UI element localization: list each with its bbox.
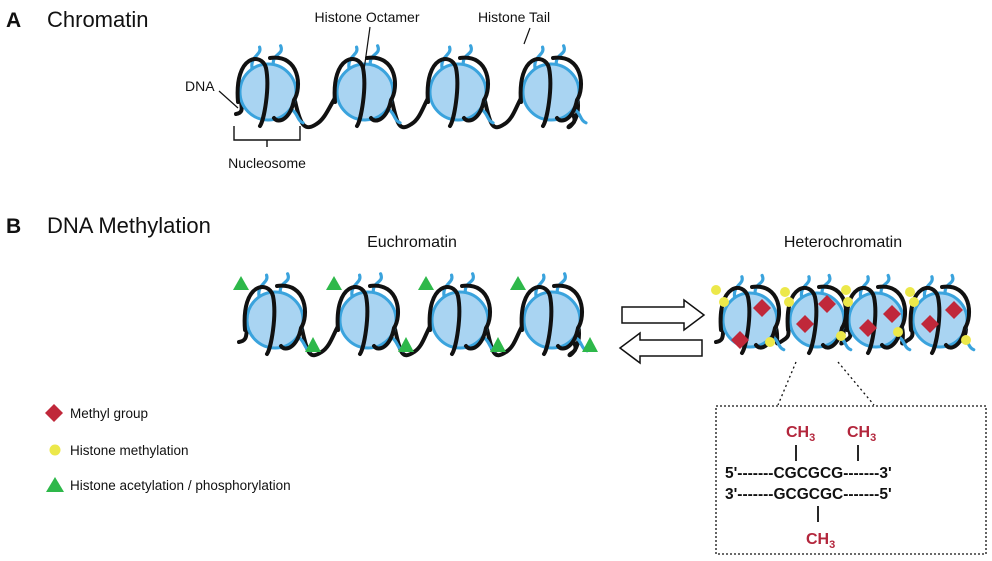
dna-wrap bbox=[332, 57, 367, 128]
dna-pointer bbox=[218, 90, 239, 109]
histone-methylation-icon bbox=[49, 444, 61, 456]
acetylation-mark bbox=[582, 337, 598, 352]
dna-wrap bbox=[940, 284, 972, 350]
heterochromatin-fiber bbox=[711, 273, 976, 355]
dna-wrap bbox=[518, 57, 553, 128]
dna-wrap bbox=[458, 55, 490, 123]
acetylation-mark bbox=[233, 276, 249, 290]
histone-methylation-mark bbox=[719, 297, 729, 307]
dna-label: DNA bbox=[185, 78, 215, 94]
histone-methylation-mark bbox=[905, 287, 915, 297]
dna-wrap bbox=[519, 285, 554, 356]
ch3-label-3: CH3 bbox=[806, 531, 835, 551]
zoom-line-left bbox=[777, 361, 797, 406]
histone-octamer-pointer bbox=[363, 26, 371, 71]
dna-wrap bbox=[427, 285, 462, 356]
dna-wrap bbox=[876, 284, 908, 350]
nucleosome-bracket bbox=[233, 126, 301, 141]
legend-histone-methylation: Histone methylation bbox=[70, 443, 189, 458]
acetylation-mark bbox=[510, 276, 526, 290]
heterochromatin-label: Heterochromatin bbox=[784, 234, 902, 251]
zoom-line-right bbox=[837, 361, 875, 406]
histone-methylation-mark bbox=[711, 285, 721, 295]
euchromatin-fiber bbox=[233, 272, 598, 358]
methyl-group-icon bbox=[45, 404, 63, 422]
histone-methylation-mark bbox=[841, 285, 851, 295]
acetylation-mark bbox=[418, 276, 434, 290]
top-strand: 5'-------CGCGCG-------3' bbox=[725, 465, 892, 482]
arrow-right bbox=[621, 298, 706, 332]
acetylation-mark bbox=[398, 337, 414, 352]
histone-methylation-mark bbox=[836, 331, 846, 341]
legend-methyl-group: Methyl group bbox=[70, 406, 148, 421]
dna-wrap bbox=[368, 283, 400, 351]
methyl-group-mark bbox=[945, 301, 963, 319]
dna-wrap bbox=[275, 283, 307, 351]
ch3-label-2: CH3 bbox=[847, 424, 876, 444]
arrow-left bbox=[618, 331, 703, 365]
dna-linker bbox=[234, 86, 581, 130]
methyl-group-mark bbox=[883, 305, 901, 323]
panel-a-title: Chromatin bbox=[47, 7, 148, 32]
panel-a-letter: A bbox=[6, 9, 21, 32]
dna-wrap bbox=[268, 55, 300, 123]
histone-methylation-mark bbox=[961, 335, 971, 345]
panel-b-letter: B bbox=[6, 215, 21, 238]
ch3-label-1: CH3 bbox=[786, 424, 815, 444]
acetylation-mark bbox=[326, 276, 342, 290]
dna-wrap bbox=[365, 55, 397, 123]
sequence-inset bbox=[715, 405, 987, 555]
histone-tail-pointer bbox=[523, 27, 531, 45]
dna-wrap bbox=[750, 284, 782, 350]
dna-wrap bbox=[335, 285, 370, 356]
methyl-group-mark bbox=[731, 331, 749, 349]
chromatin-fiber bbox=[234, 44, 588, 130]
acetylation-mark bbox=[490, 337, 506, 352]
dna-wrap bbox=[425, 57, 460, 128]
histone-methylation-mark bbox=[843, 297, 853, 307]
methyl-group-mark bbox=[921, 315, 939, 333]
dna-wrap bbox=[460, 283, 492, 351]
histone-methylation-mark bbox=[780, 287, 790, 297]
histone-methylation-mark bbox=[893, 327, 903, 337]
euchromatin-label: Euchromatin bbox=[367, 234, 457, 251]
histone-methylation-mark bbox=[909, 297, 919, 307]
methyl-group-mark bbox=[753, 299, 771, 317]
nucleosome-label: Nucleosome bbox=[228, 155, 306, 171]
histone-methylation-mark bbox=[765, 337, 775, 347]
acetylation-mark bbox=[305, 337, 321, 352]
histone-tail-label: Histone Tail bbox=[478, 9, 550, 25]
methyl-group-mark bbox=[796, 315, 814, 333]
dna-linker bbox=[714, 314, 968, 346]
methyl-group-mark bbox=[859, 319, 877, 337]
dna-wrap bbox=[551, 55, 583, 123]
acetylation-icon bbox=[46, 477, 64, 492]
histone-octamer-label: Histone Octamer bbox=[314, 9, 419, 25]
legend-histone-acetylation: Histone acetylation / phosphorylation bbox=[70, 478, 291, 493]
panel-b-title: DNA Methylation bbox=[47, 213, 211, 238]
histone-methylation-mark bbox=[784, 297, 794, 307]
methyl-group-mark bbox=[818, 295, 836, 313]
dna-wrap bbox=[235, 57, 270, 128]
bottom-strand: 3'-------GCGCGC-------5' bbox=[725, 486, 892, 503]
dna-wrap bbox=[552, 283, 584, 351]
dna-wrap bbox=[242, 285, 277, 356]
dna-wrap bbox=[817, 284, 849, 350]
